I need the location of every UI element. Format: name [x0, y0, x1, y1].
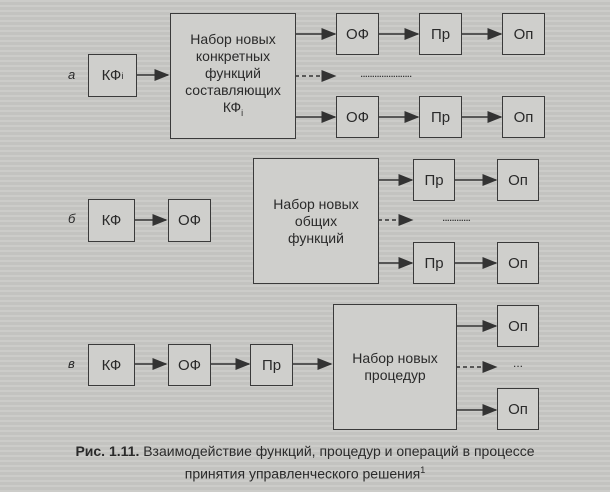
- of-box-v: ОФ: [168, 344, 211, 386]
- set-kf-text: КФ: [222, 98, 242, 115]
- of-box-b: ОФ: [168, 199, 211, 242]
- set-line: КФi: [223, 99, 243, 122]
- row-label-a: а: [68, 67, 76, 82]
- kf-subscript: i: [121, 70, 124, 81]
- pr-box-v: Пр: [250, 344, 293, 386]
- set-line: процедур: [364, 367, 426, 383]
- caption-line-2: принятия управленческого решения1: [0, 461, 610, 484]
- row-label-v: в: [68, 356, 75, 371]
- set-line: функций: [288, 229, 344, 246]
- op-box: Оп: [502, 96, 545, 138]
- kf-text: КФ: [101, 67, 122, 84]
- set-line: Набор новых: [190, 30, 276, 47]
- caption-line-1: Рис. 1.11. Взаимодействие функций, проце…: [0, 442, 610, 461]
- row-label-b: б: [68, 211, 76, 226]
- kf-box-v: КФ: [88, 344, 135, 386]
- set-line: функций: [205, 64, 261, 81]
- set-line: составляющих: [185, 81, 281, 98]
- set-line: конкретных: [195, 47, 271, 64]
- ellipsis-a: ......................: [360, 66, 412, 80]
- caption-text-1: Взаимодействие функций, процедур и опера…: [143, 443, 535, 459]
- caption-text-2: принятия управленческого решения: [184, 465, 421, 482]
- figure-number: Рис. 1.11.: [75, 443, 140, 459]
- of-box: ОФ: [336, 96, 379, 138]
- op-box: Оп: [497, 388, 539, 430]
- op-box: Оп: [497, 159, 539, 201]
- ellipsis-b: ............: [442, 210, 471, 224]
- set-line: Набор новых: [352, 350, 438, 366]
- pr-box: Пр: [413, 242, 455, 284]
- kf-box-b: КФ: [88, 199, 135, 242]
- ellipsis-v: ...: [513, 356, 524, 370]
- pr-box: Пр: [413, 159, 455, 201]
- set-kf-subscript: i: [241, 107, 244, 118]
- set-procedures-box: Набор новых процедур: [333, 304, 457, 430]
- set-line: общих: [294, 212, 338, 229]
- pr-box: Пр: [419, 13, 462, 55]
- op-box: Оп: [497, 305, 539, 347]
- of-box: ОФ: [336, 13, 379, 55]
- op-box: Оп: [502, 13, 545, 55]
- footnote-mark: 1: [420, 465, 426, 475]
- pr-box: Пр: [419, 96, 462, 138]
- set-line: Набор новых: [273, 195, 359, 212]
- set-general-functions-box: Набор новых общих функций: [253, 158, 379, 284]
- set-specific-functions-box: Набор новых конкретных функций составляю…: [170, 13, 296, 139]
- figure-caption: Рис. 1.11. Взаимодействие функций, проце…: [0, 442, 610, 484]
- op-box: Оп: [497, 242, 539, 284]
